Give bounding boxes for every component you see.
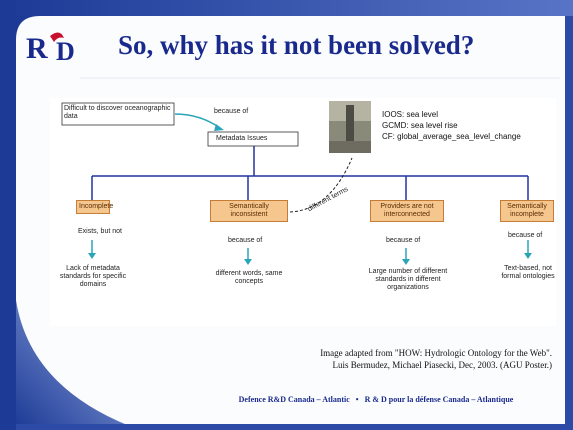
right-value-2: CF: global_average_sea_level_change bbox=[382, 132, 521, 141]
slide-title: So, why has it not been solved? bbox=[118, 30, 475, 60]
result-0: Lack of metadata standards for specific … bbox=[59, 265, 127, 288]
connector-2: because of bbox=[386, 237, 421, 244]
footer: Defence R&D Canada – Atlantic • R & D pour… bbox=[180, 395, 572, 404]
right-value-0: IOOS: sea level bbox=[382, 110, 439, 119]
credit-line-1: Image adapted from "HOW: Hydrologic Onto… bbox=[320, 348, 552, 358]
metadata-box-text: Metadata Issues bbox=[216, 135, 268, 142]
image-credit: Image adapted from "HOW: Hydrologic Onto… bbox=[236, 347, 552, 371]
svg-text:R: R bbox=[26, 32, 48, 65]
svg-text:D: D bbox=[56, 37, 75, 66]
footer-right: R & D pour la défense Canada – Atlantiqu… bbox=[364, 395, 514, 404]
top-left-box-text: Difficult to discover oceanographic data bbox=[64, 105, 171, 120]
result-3: Text-based, not formal ontologies bbox=[501, 265, 555, 280]
box-providers-not-interconnected: Providers are not interconnected bbox=[370, 200, 444, 222]
box-incomplete: Incomplete bbox=[76, 200, 113, 214]
right-value-1: GCMD: sea level rise bbox=[382, 121, 458, 130]
credit-line-2: Luis Bermudez, Michael Piasecki, Dec, 20… bbox=[332, 360, 552, 370]
sea-level-photo bbox=[329, 101, 371, 153]
because-of-top: because of bbox=[214, 108, 249, 115]
box-semantically-incomplete: Semantically incomplete bbox=[500, 200, 554, 222]
connector-1: because of bbox=[228, 237, 263, 244]
diagram-panel bbox=[50, 98, 556, 326]
footer-separator: • bbox=[355, 395, 359, 404]
connector-3: because of bbox=[508, 232, 543, 239]
result-2: Large number of different standards in d… bbox=[368, 268, 448, 291]
footer-left: Defence R&D Canada – Atlantic bbox=[238, 395, 350, 404]
box-semantically-inconsistent: Semantically inconsistent bbox=[210, 200, 288, 222]
rd-logo: R D bbox=[26, 32, 75, 66]
connector-0: Exists, but not bbox=[78, 228, 122, 235]
result-1: different words, same concepts bbox=[215, 270, 283, 285]
